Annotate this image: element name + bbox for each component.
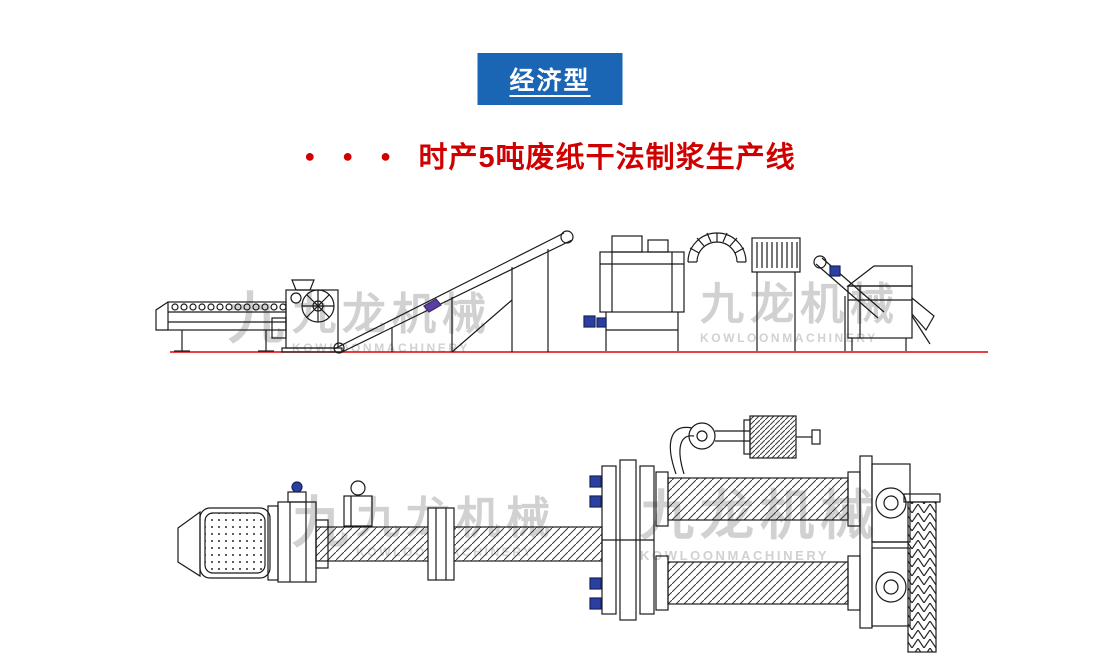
motor — [829, 265, 841, 277]
bolt — [589, 577, 602, 590]
motor — [596, 317, 607, 328]
title-bullets: ● ● ● — [304, 146, 403, 166]
feed-conveyor — [155, 301, 287, 352]
drum-pulper — [177, 505, 279, 581]
discharge-column — [903, 493, 941, 653]
bolt — [589, 475, 602, 488]
bolt — [589, 597, 602, 610]
top-pump-motor — [669, 415, 821, 475]
motor — [583, 315, 596, 328]
upper-screw-screen — [655, 471, 861, 527]
duct-elbow — [687, 232, 747, 263]
receiving-machine — [846, 265, 935, 351]
economy-type-badge: 经济型 — [477, 53, 623, 105]
center-manifold — [589, 459, 655, 621]
discharge-conveyor — [813, 255, 885, 351]
screw-conveyor — [315, 507, 603, 581]
louver-screen — [751, 237, 801, 351]
page-title: ● ● ● 时产5吨废纸干法制浆生产线 — [0, 134, 1100, 176]
title-text: 时产5吨废纸干法制浆生产线 — [418, 142, 796, 174]
discharge-housing — [277, 481, 317, 583]
pump-unit — [343, 480, 373, 527]
drive-assembly — [859, 455, 911, 629]
economy-type-badge-label: 经济型 — [509, 67, 591, 95]
screening-machine — [583, 235, 685, 351]
top-diagram-pulping-line — [155, 230, 988, 354]
bottom-diagram-drum-pulper-assembly — [177, 415, 941, 653]
shredder — [271, 279, 343, 353]
material-chip — [423, 298, 442, 313]
motor — [291, 481, 303, 493]
incline-conveyor — [333, 230, 574, 354]
bolt — [589, 495, 602, 508]
lower-screw-screen — [655, 555, 861, 611]
